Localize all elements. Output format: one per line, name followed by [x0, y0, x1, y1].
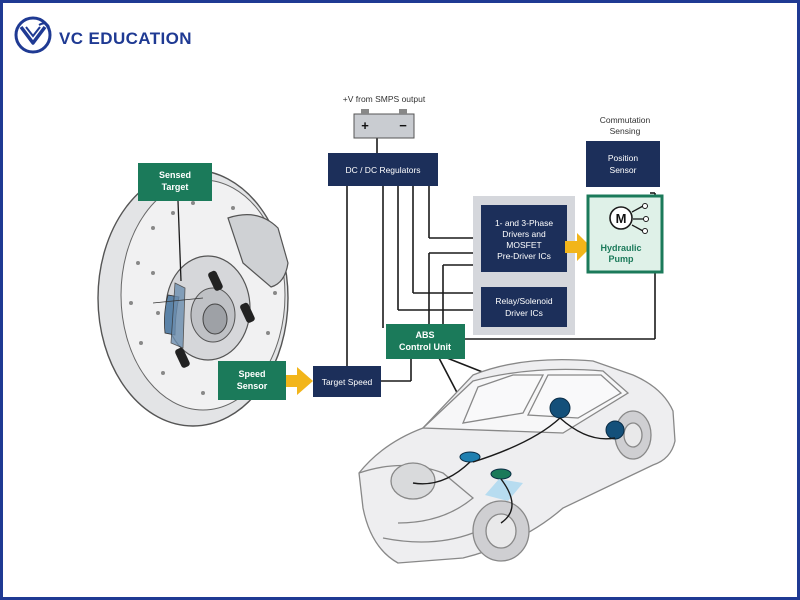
hydraulic-pump-label-2: Pump — [608, 254, 634, 264]
sensor-to-target-speed-arrow — [286, 367, 313, 395]
sensed-target-label-1: Sensed — [159, 170, 191, 180]
position-sensor-label-2: Sensor — [610, 165, 637, 175]
abs-label-1: ABS — [415, 330, 434, 340]
car-brake-lines — [412, 417, 616, 524]
motor-icon: M — [609, 203, 649, 234]
wheel-sensor-rear-right — [605, 420, 625, 440]
motor-label: M — [616, 211, 627, 226]
relay-driver-box — [481, 287, 567, 327]
brand-header: VC EDUCATION — [13, 15, 213, 59]
dc-dc-label: DC / DC Regulators — [345, 165, 420, 175]
speed-sensor-label-1: Speed — [238, 369, 265, 379]
drivers-label-3: MOSFET — [506, 240, 541, 250]
drivers-label-2: Drivers and — [502, 229, 546, 239]
abs-control-unit-box — [386, 324, 465, 359]
position-sensor-box — [586, 141, 660, 187]
speed-sensor-label-2: Sensor — [237, 381, 268, 391]
commutation-label-1: Commutation — [600, 115, 651, 125]
drivers-label-1: 1- and 3-Phase — [495, 218, 553, 228]
speed-sensor-box — [218, 361, 286, 400]
battery-plus-label: + — [361, 118, 369, 133]
abs-sensor-in-car — [490, 468, 512, 480]
drivers-to-pump-arrow — [565, 233, 591, 261]
sensed-target-label-2: Target — [162, 182, 189, 192]
wheel-sensor-front-right — [549, 397, 571, 419]
brand-name: VC EDUCATION — [59, 29, 192, 48]
commutation-label-2: Sensing — [610, 126, 641, 136]
drivers-label-4: Pre-Driver ICs — [497, 251, 551, 261]
sensed-target-box — [138, 163, 212, 201]
target-speed-box — [313, 366, 381, 397]
hydraulic-pump-label-1: Hydraulic — [600, 243, 641, 253]
sensed-target-pointer — [177, 200, 182, 282]
relay-label-1: Relay/Solenoid — [495, 296, 552, 306]
smps-label: +V from SMPS output — [343, 94, 426, 104]
dc-dc-regulators-box — [328, 153, 438, 186]
battery-icon: + − — [353, 109, 415, 139]
vc-education-logo-icon — [14, 16, 52, 54]
drivers-box — [481, 205, 567, 272]
car-abs-components — [459, 397, 625, 501]
position-sensor-label-1: Position — [608, 153, 639, 163]
car-illustration — [358, 358, 676, 564]
target-speed-label: Target Speed — [322, 377, 373, 387]
abs-system-diagram: + − +V from SMPS output DC / DC Regulato… — [97, 94, 676, 564]
relay-label-2: Driver ICs — [505, 308, 543, 318]
abs-label-2: Control Unit — [399, 342, 451, 352]
battery-minus-label: − — [399, 118, 407, 133]
